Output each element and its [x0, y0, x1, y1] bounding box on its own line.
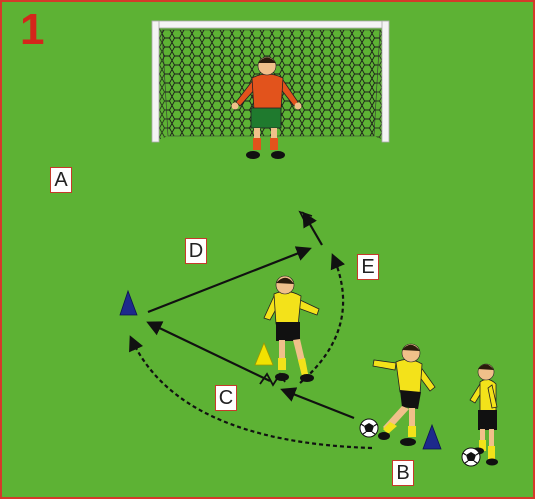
position-label-b: B	[392, 460, 414, 486]
drill-number: 1	[20, 5, 45, 54]
player-icon	[469, 363, 498, 466]
shot-line	[302, 211, 323, 246]
shot-line-extra-head	[298, 210, 313, 225]
cone-icon	[119, 289, 138, 316]
run-line-c-to-e	[299, 253, 345, 384]
movement-lines	[129, 210, 373, 450]
position-label-c: C	[215, 385, 237, 411]
position-label-e: E	[357, 254, 379, 280]
pass-line-c-to-d	[146, 321, 271, 382]
pass-line-d-to-e	[147, 246, 312, 314]
position-label-d: D	[185, 238, 207, 264]
soccer-ball-icon	[359, 418, 379, 438]
cone-icon	[422, 423, 442, 450]
cone-icon	[254, 341, 274, 366]
position-label-a: A	[50, 167, 72, 193]
run-line-b-to-d	[129, 335, 373, 450]
pass-line-b-to-c	[280, 387, 355, 420]
goalkeeper-icon	[231, 56, 302, 159]
player-icon	[372, 343, 436, 446]
soccer-ball-icon	[461, 447, 481, 467]
player-icon	[263, 275, 320, 382]
